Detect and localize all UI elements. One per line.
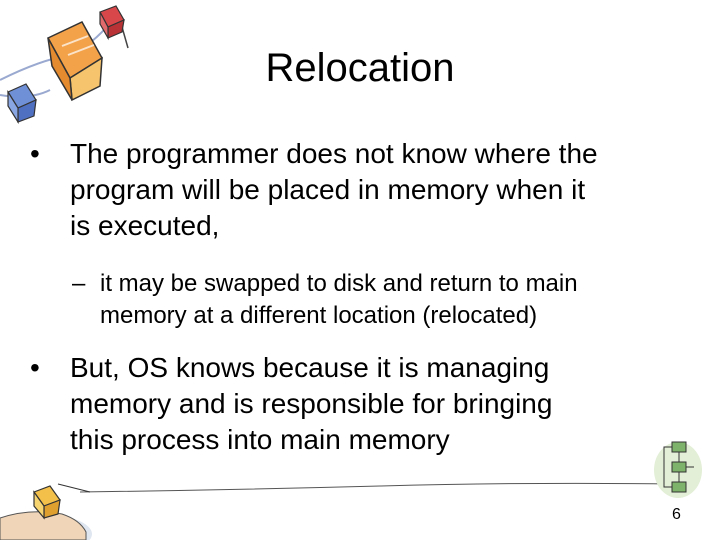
hand-holding-cube-illustration [0,483,92,540]
bullet-line: memory and is responsible for bringing [70,388,553,419]
bullet-line: program will be placed in memory when it [70,174,586,205]
page-number: 6 [672,506,681,523]
slide-title: Relocation [265,46,455,90]
bullet-marker: • [30,138,40,169]
bullet-line: this process into main memory [70,424,450,455]
sub-bullet-line: it may be swapped to disk and return to … [100,270,578,297]
bullet-1: • The programmer does not know where the… [30,136,690,244]
bullet-2: • But, OS knows because it is managing m… [30,350,690,458]
bullet-line: But, OS knows because it is managing [70,352,550,383]
bullet-line: is executed, [70,210,220,241]
network-cubes-illustration [0,5,129,125]
sub-bullet-1: – it may be swapped to disk and return t… [72,268,680,332]
sub-bullet-marker: – [72,270,86,297]
sub-bullet-line: memory at a different location (relocate… [100,302,538,329]
footer-line [80,482,671,493]
flowchart-illustration [654,441,702,498]
bullet-marker: • [30,352,40,383]
bullet-line: The programmer does not know where the [70,138,598,169]
